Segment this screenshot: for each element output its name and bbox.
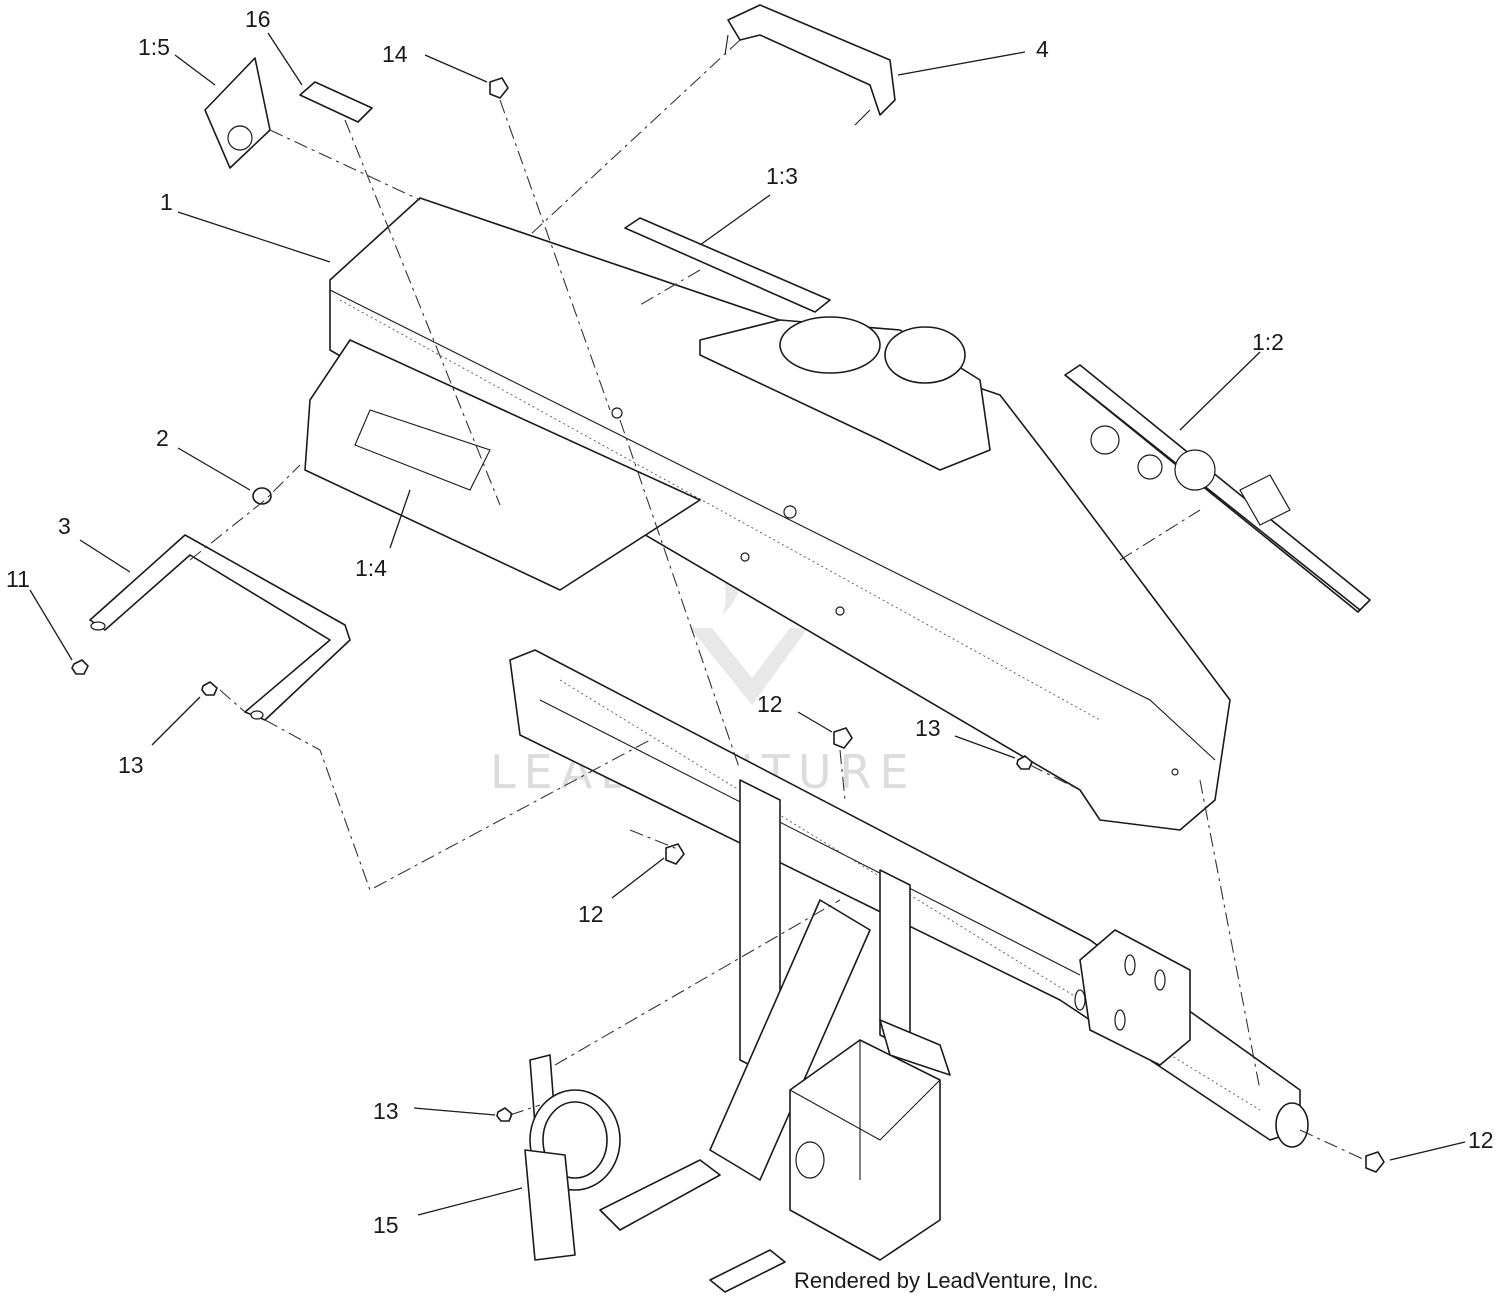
callout-12-upper: 12 xyxy=(757,691,783,717)
callout-1-5: 1:5 xyxy=(138,34,170,60)
nut-13-left xyxy=(201,681,218,696)
callout-1-2: 1:2 xyxy=(1252,329,1284,355)
frame-assembly xyxy=(509,649,1309,1293)
callout-4: 4 xyxy=(1036,36,1049,62)
assembly-lines xyxy=(189,39,1366,1161)
decal-1-2 xyxy=(1064,364,1371,613)
leader-lines xyxy=(29,32,1466,1216)
callout-1: 1 xyxy=(160,189,173,215)
callout-1-4: 1:4 xyxy=(355,555,387,581)
callout-13-left: 13 xyxy=(118,752,144,778)
nut-11 xyxy=(71,659,89,675)
callout-16: 16 xyxy=(245,6,271,32)
callout-11: 11 xyxy=(6,566,30,592)
bracket-3 xyxy=(89,534,351,721)
callout-1-3: 1:3 xyxy=(766,163,798,189)
callout-13-lower: 13 xyxy=(373,1098,399,1124)
decal-1-3 xyxy=(624,217,831,313)
callout-13-right: 13 xyxy=(915,715,941,741)
bolt-12-right xyxy=(1365,1151,1385,1173)
render-credit: Rendered by LeadVenture, Inc. xyxy=(794,1268,1099,1293)
callout-3: 3 xyxy=(58,513,71,539)
handle-4 xyxy=(724,4,896,126)
callout-labels: 1 1:2 1:3 1:4 1:5 2 3 4 11 12 12 12 13 1… xyxy=(6,6,1494,1238)
callout-15: 15 xyxy=(373,1212,399,1238)
bolt-12-middle xyxy=(665,843,685,865)
decal-16 xyxy=(299,81,373,123)
nut-13-lower xyxy=(496,1107,513,1122)
callout-12-middle: 12 xyxy=(578,901,604,927)
callout-2: 2 xyxy=(156,425,169,451)
hood-assembly xyxy=(304,197,1231,831)
decal-1-5 xyxy=(204,57,271,169)
spacer-2 xyxy=(252,487,272,505)
bolt-14 xyxy=(489,77,509,99)
nut-13-right xyxy=(1016,755,1033,770)
bolt-12-upper xyxy=(833,727,853,749)
callout-12-right: 12 xyxy=(1468,1127,1494,1153)
callout-14: 14 xyxy=(382,41,408,67)
horn-15 xyxy=(524,1054,621,1261)
hardware xyxy=(71,77,1385,1173)
